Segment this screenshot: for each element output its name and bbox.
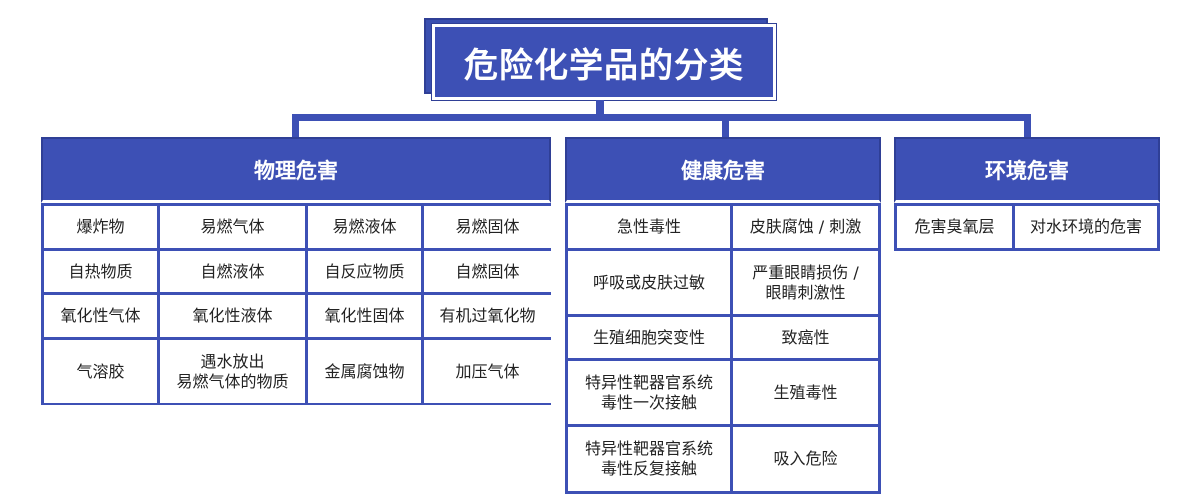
- hazard-cell: 气溶胶: [44, 340, 157, 403]
- hazard-cell: 致癌性: [733, 317, 878, 358]
- category-health-header: 健康危害: [565, 137, 881, 203]
- category-environment-header: 环境危害: [894, 137, 1160, 203]
- title-box: 危险化学品的分类: [424, 18, 777, 101]
- hazard-cell: 呼吸或皮肤过敏: [568, 251, 730, 314]
- category-title: 物理危害: [254, 159, 338, 183]
- hazard-cell: 爆炸物: [44, 206, 157, 248]
- hazard-cell: 急性毒性: [568, 206, 730, 248]
- category-physical-header: 物理危害: [41, 137, 551, 203]
- hazard-cell: 吸入危险: [733, 427, 878, 491]
- connector-root-stem: [596, 100, 604, 116]
- category-title: 环境危害: [985, 159, 1069, 183]
- connector-health: [722, 114, 729, 138]
- hazard-cell: 遇水放出 易燃气体的物质: [160, 340, 305, 403]
- hazard-cell: 自燃液体: [160, 251, 305, 292]
- hazard-cell: 氧化性气体: [44, 295, 157, 337]
- health-hazards-grid: 急性毒性 皮肤腐蚀 / 刺激 呼吸或皮肤过敏 严重眼睛损伤 / 眼睛刺激性 生殖…: [565, 203, 881, 494]
- hazard-cell: 生殖毒性: [733, 361, 878, 424]
- hazard-cell: 金属腐蚀物: [308, 340, 421, 403]
- hazard-cell: 特异性靶器官系统 毒性一次接触: [568, 361, 730, 424]
- environment-hazards-grid: 危害臭氧层 对水环境的危害: [894, 203, 1160, 251]
- hazard-cell: 易燃固体: [424, 206, 551, 248]
- connector-environment: [1024, 114, 1031, 138]
- hazard-cell: 加压气体: [424, 340, 551, 403]
- hazard-cell: 易燃气体: [160, 206, 305, 248]
- hazard-cell: 氧化性液体: [160, 295, 305, 337]
- hazard-cell: 易燃液体: [308, 206, 421, 248]
- hazard-cell: 皮肤腐蚀 / 刺激: [733, 206, 878, 248]
- hazard-cell: 对水环境的危害: [1015, 206, 1157, 248]
- physical-hazards-grid: 爆炸物 易燃气体 易燃液体 易燃固体 自热物质 自燃液体 自反应物质 自燃固体 …: [41, 203, 551, 405]
- page-title: 危险化学品的分类: [431, 23, 777, 101]
- hazard-cell: 严重眼睛损伤 / 眼睛刺激性: [733, 251, 878, 314]
- hazard-cell: 氧化性固体: [308, 295, 421, 337]
- hazard-cell: 自反应物质: [308, 251, 421, 292]
- hazard-cell: 危害臭氧层: [897, 206, 1012, 248]
- category-title: 健康危害: [681, 159, 765, 183]
- connector-horizontal: [292, 114, 1031, 121]
- connector-physical: [292, 114, 299, 138]
- hazard-cell: 自燃固体: [424, 251, 551, 292]
- hazard-cell: 自热物质: [44, 251, 157, 292]
- hazard-cell: 有机过氧化物: [424, 295, 551, 337]
- hazard-cell: 生殖细胞突变性: [568, 317, 730, 358]
- hazard-cell: 特异性靶器官系统 毒性反复接触: [568, 427, 730, 491]
